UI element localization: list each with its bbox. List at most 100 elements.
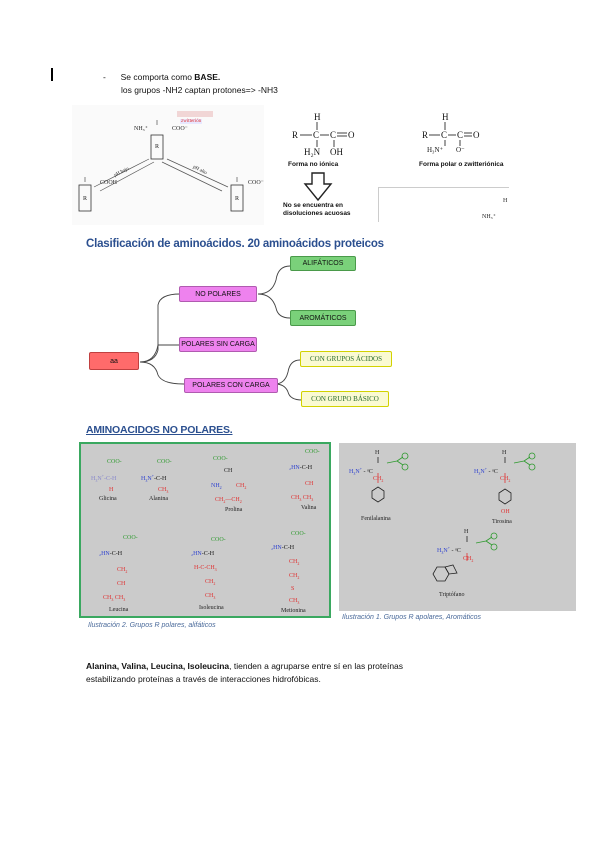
zwit-caption: Forma polar o zwitteriónica <box>419 161 504 168</box>
zwitterionic-form: H R C C O H₃N⁺ O⁻ Forma polar o zwitteri… <box>419 112 515 174</box>
pro-ch: CH <box>224 468 233 474</box>
top-r-label: R <box>155 144 160 150</box>
val-nh: ₂HN-C-H <box>289 465 313 471</box>
pro-ring: CH2—CH2 <box>215 497 242 505</box>
node-polares-con-carga: POLARES CON CARGA <box>184 378 278 393</box>
met-nh: ₂HN-C-H <box>271 545 295 551</box>
leu-ch: CH <box>117 581 126 587</box>
top-right-frame <box>378 187 509 222</box>
met-ch3: CH3 <box>289 598 300 606</box>
gly-coo: COO- <box>107 459 122 465</box>
zwit-c2: C <box>457 130 464 140</box>
nonionic-o: O <box>348 130 355 140</box>
node-no-polares: NO POLARES <box>179 286 257 302</box>
aliphatic-panel: COO- H3N+-C-H H Glicina COO- H3N+-C-H CH… <box>79 442 331 618</box>
node-grupo-basico: CON GRUPO BÁSICO <box>301 391 389 407</box>
pro-coo: COO- <box>213 456 228 462</box>
summary-bold: Alanina, Valina, Leucina, Isoleucina <box>86 661 230 671</box>
ile-coo: COO- <box>211 537 226 543</box>
top-coo-label: COO⁻ <box>172 126 188 132</box>
methionine-name: Metionina <box>281 608 306 614</box>
bullet-dash: - <box>103 72 106 82</box>
phenylalanine-name: Fenilalanina <box>361 516 391 522</box>
ile-nh: ₂HN-C-H <box>191 551 215 557</box>
met-coo: COO- <box>291 531 306 537</box>
leu-coo: COO- <box>123 535 138 541</box>
node-aromaticos: AROMÁTICOS <box>290 310 356 326</box>
pro-nh: NH2 <box>211 483 222 491</box>
gly-nh: H3N+-C-H <box>91 473 117 484</box>
top-nh3-label: NH₃⁺ <box>134 126 148 132</box>
ala-nh: H3N+-C-H <box>141 473 167 484</box>
right-r-label: R <box>235 196 240 202</box>
ile-hc: H-C-CH3 <box>194 565 217 573</box>
zwit-o: O <box>473 130 480 140</box>
aromatic-panel: H H3N+ - ᵅC CH2 Fenilalanina H H3N+ - ᵅC… <box>339 443 576 611</box>
zwit-r: R <box>422 130 429 140</box>
node-aa: aa <box>89 352 139 370</box>
nonionic-c2: C <box>330 130 337 140</box>
met-ch2b: CH2 <box>289 573 300 581</box>
caption-aliphatic: Ilustración 2. Grupos R polares, alifáti… <box>88 622 216 629</box>
arrow-caption-line1: No se encuentra en <box>283 202 343 209</box>
ala-coo: COO- <box>157 459 172 465</box>
nonionic-c1: C <box>313 130 320 140</box>
titration-diagram: COO⁻ NH₃⁺ COOH COO⁻ R R R pH bajo pH alt… <box>72 105 264 225</box>
zwit-ominus: O⁻ <box>456 146 465 154</box>
tyr-ch2: CH2 <box>500 476 511 484</box>
node-polares-sin-carga: POLARES SIN CARGA <box>179 337 257 352</box>
tyrosine-name: Tirosina <box>492 519 512 525</box>
nonionic-h2n: H₂N <box>304 147 321 157</box>
leu-ch2: CH2 <box>117 567 128 575</box>
margin-bar <box>51 68 53 81</box>
leu-ch3: CH3 CH3 <box>103 595 126 603</box>
nonionic-caption: Forma no iónica <box>288 161 339 168</box>
caption-aromatic: Ilustración 1. Grupos R apolares, Aromát… <box>342 614 482 621</box>
gly-r: H <box>109 487 114 493</box>
nonionic-r: R <box>292 130 299 140</box>
met-ch2a: CH2 <box>289 559 300 567</box>
glycine-name: Glicina <box>99 496 117 502</box>
nonpolar-title: AMINOACIDOS NO POLARES. <box>86 424 233 436</box>
arrow-caption-line2: disoluciones acuosas <box>283 210 351 217</box>
tyr-h: H <box>502 450 507 456</box>
zwitterion-label: zwitterión <box>181 119 202 124</box>
down-arrow-icon <box>303 172 333 202</box>
ala-r: CH3 <box>158 487 169 495</box>
valine-name: Valina <box>301 505 317 511</box>
met-s: S <box>291 586 295 592</box>
nonionic-oh: OH <box>330 147 343 157</box>
trp-h: H <box>464 529 469 535</box>
left-r-label: R <box>83 196 88 202</box>
tyr-nh: H3N+ - ᵅC <box>474 466 498 477</box>
phe-nh: H3N+ - ᵅC <box>349 466 373 477</box>
titration-svg <box>78 111 244 212</box>
trp-ch2: CH2 <box>463 556 474 564</box>
tyr-oh: OH <box>501 509 510 515</box>
val-ch3: CH3 CH3 <box>291 495 314 503</box>
summary-line2: estabilizando proteínas a través de inte… <box>86 674 321 684</box>
proline-name: Prolina <box>225 507 243 513</box>
leu-nh: ₂HN-C-H <box>99 551 123 557</box>
tryptophan-name: Triptófano <box>439 592 465 598</box>
trp-nh: H3N+ - ᵅC <box>437 545 461 556</box>
left-cooh-label: COOH <box>100 180 118 186</box>
zwit-h3n: H₃N⁺ <box>427 146 444 154</box>
nonionic-form: H R C C O H₂N OH Forma no iónica <box>282 112 362 174</box>
node-alifaticos: ALIFÁTICOS <box>290 256 356 271</box>
summary-paragraph: Alanina, Valina, Leucina, Isoleucina, ti… <box>86 660 526 686</box>
nonionic-h: H <box>314 112 321 122</box>
alanine-name: Alanina <box>149 496 168 502</box>
classification-title: Clasificación de aminoácidos. 20 aminoác… <box>86 238 384 250</box>
right-coo-label: COO⁻ <box>248 180 264 186</box>
phe-h: H <box>375 450 380 456</box>
zwit-h: H <box>442 112 449 122</box>
isoleucine-name: Isoleucina <box>199 605 224 611</box>
intro-line2: los grupos -NH2 captan protones=> -NH3 <box>121 85 278 95</box>
val-coo: COO- <box>305 449 320 455</box>
ile-ch2: CH2 <box>205 579 216 587</box>
intro-line1-bold: BASE. <box>194 72 221 82</box>
fragment-nh3: NH₃⁺ <box>482 214 496 220</box>
ile-ch3: CH3 <box>205 593 216 601</box>
classification-lines <box>139 265 303 401</box>
